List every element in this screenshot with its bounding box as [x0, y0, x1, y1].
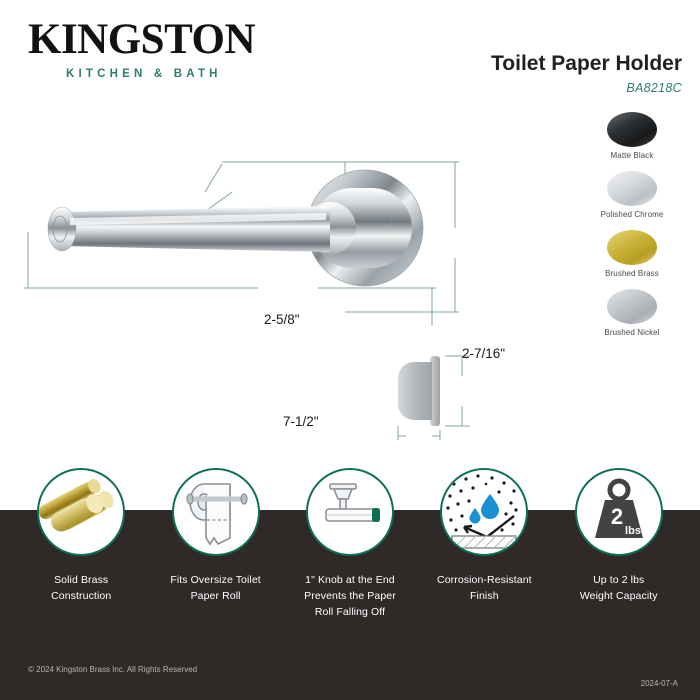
copyright-text: © 2024 Kingston Brass Inc. All Rights Re… [28, 665, 198, 674]
swatch-label: Brushed Nickel [604, 328, 660, 337]
product-render-front [47, 169, 424, 287]
feature-label-line: Construction [51, 589, 112, 602]
brass-rods-icon [37, 468, 126, 556]
weight-value: 2 [611, 504, 623, 529]
feature-label: 1" Knob at the End Prevents the Paper Ro… [288, 573, 412, 620]
brand-name: KINGSTON [28, 16, 256, 63]
product-render-side [398, 356, 440, 426]
swatch-color-icon [607, 230, 657, 265]
toilet-roll-icon [171, 468, 260, 556]
swatch-label: Brushed Brass [605, 269, 659, 278]
product-dimension-diagram: 2-5/8" 2-7/16" 7-1/2" 2-7/16" 2-5/8" [0, 140, 560, 564]
swatch-polished-chrome[interactable]: Polished Chrome [572, 171, 692, 219]
swatch-label: Polished Chrome [600, 210, 664, 219]
feature-solid-brass: Solid Brass Construction [19, 468, 143, 605]
dimension-lines-front [24, 161, 459, 326]
knob-end-icon [305, 468, 394, 556]
dimension-height-front: 2-7/16" [462, 346, 506, 361]
feature-list: Solid Brass Construction [0, 468, 700, 648]
feature-label-line: Up to 2 lbs [593, 574, 645, 586]
feature-label: Solid Brass Construction [19, 573, 143, 605]
swatch-brushed-brass[interactable]: Brushed Brass [572, 230, 692, 278]
feature-label: Corrosion-Resistant Finish [422, 573, 546, 605]
feature-knob-end: 1" Knob at the End Prevents the Paper Ro… [288, 468, 412, 620]
swatch-color-icon [607, 171, 657, 206]
feature-oversize-roll: Fits Oversize Toilet Paper Roll [154, 468, 278, 605]
swatch-matte-black[interactable]: Matte Black [572, 112, 692, 160]
brand-tagline: KITCHEN & BATH [66, 68, 222, 80]
finish-swatch-list: Matte Black Polished Chrome Brushed Bras… [572, 112, 692, 348]
feature-label-line: Fits Oversize Toilet [170, 574, 261, 586]
weight-unit: lbs [625, 525, 641, 537]
dimension-depth-front: 2-5/8" [264, 312, 300, 327]
swatch-color-icon [607, 112, 657, 147]
swatch-color-icon [607, 289, 657, 324]
feature-label-line: Paper Roll [190, 589, 241, 602]
feature-label-line: Corrosion-Resistant [437, 574, 532, 586]
brand-logo: KINGSTON KITCHEN & BATH [28, 18, 328, 80]
water-droplet-icon [440, 468, 529, 556]
feature-label-line: Prevents the Paper [304, 589, 396, 602]
page-title: Toilet Paper Holder [491, 52, 682, 75]
feature-weight-capacity: 2 lbs Up to 2 lbs Weight Capacity [557, 468, 681, 605]
dimension-lines-side [397, 355, 470, 440]
feature-label: Fits Oversize Toilet Paper Roll [154, 573, 278, 605]
feature-corrosion-resistant: Corrosion-Resistant Finish [422, 468, 546, 605]
swatch-label: Matte Black [610, 151, 654, 160]
feature-label-line: Roll Falling Off [314, 605, 386, 618]
document-code: 2024-07-A [640, 679, 678, 688]
diagram-svg [24, 161, 470, 440]
dimension-length: 7-1/2" [283, 414, 319, 429]
feature-label-line: Finish [470, 589, 499, 602]
feature-label: Up to 2 lbs Weight Capacity [557, 573, 681, 605]
weight-icon: 2 lbs [574, 468, 663, 556]
swatch-brushed-nickel[interactable]: Brushed Nickel [572, 289, 692, 337]
product-title-block: Toilet Paper Holder BA8218C [491, 52, 682, 95]
feature-label-line: Solid Brass [54, 574, 109, 586]
model-number: BA8218C [626, 81, 682, 96]
feature-label-line: 1" Knob at the End [305, 574, 395, 586]
feature-label-line: Weight Capacity [579, 589, 658, 602]
